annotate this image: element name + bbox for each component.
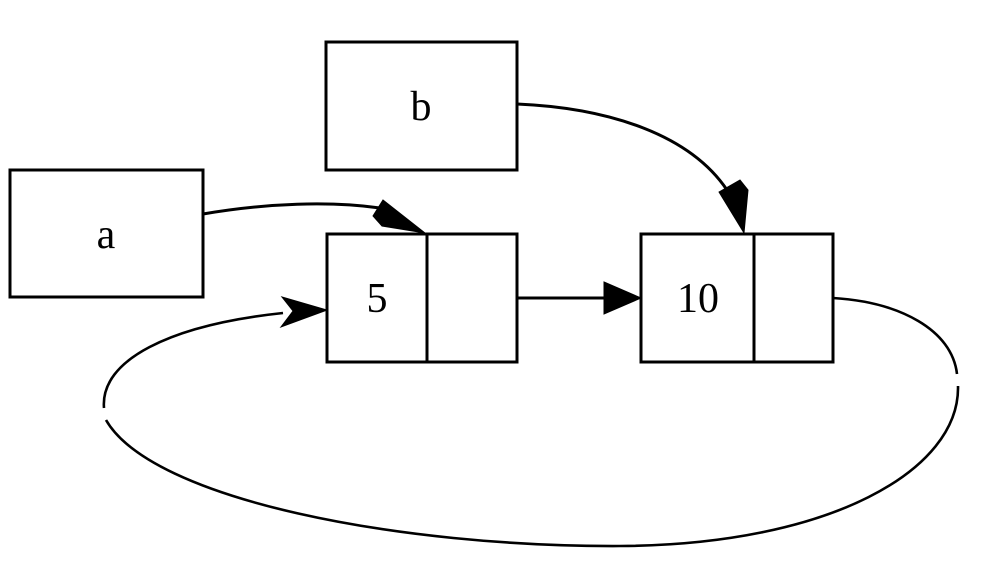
edge-node5-to-node10-arrowhead <box>603 281 643 315</box>
edge-node10-to-node5-loop <box>102 296 960 548</box>
list-node-5-rect[interactable] <box>325 232 519 364</box>
pointer-node-a-label: a <box>97 212 116 258</box>
edge-loop-right-segment <box>832 296 959 375</box>
edge-loop-bottom-segment <box>104 385 960 548</box>
pointer-node-a[interactable]: a <box>8 168 205 299</box>
list-node-10-rect[interactable] <box>639 232 835 364</box>
list-node-5-data-label: 5 <box>367 276 388 322</box>
pointer-node-b[interactable]: b <box>324 40 519 172</box>
edge-a-to-node5-line <box>202 202 381 216</box>
edge-loop-left-segment <box>102 311 284 409</box>
list-node-5[interactable]: 5 <box>325 232 519 364</box>
pointer-node-a-rect[interactable] <box>8 168 205 299</box>
edge-loop-arrowhead <box>279 296 329 329</box>
edge-a-to-node5-arrowhead <box>372 199 426 234</box>
pointer-node-b-rect[interactable] <box>324 40 519 172</box>
edge-b-to-node10 <box>516 102 749 235</box>
pointer-node-b-label: b <box>411 84 432 130</box>
list-node-10[interactable]: 10 <box>639 232 835 364</box>
edge-node5-to-node10 <box>518 281 643 315</box>
edge-b-to-node10-line <box>516 102 729 191</box>
list-node-10-data-label: 10 <box>677 276 719 322</box>
edge-b-to-node10-arrowhead <box>718 179 749 235</box>
edge-a-to-node5 <box>202 199 426 234</box>
